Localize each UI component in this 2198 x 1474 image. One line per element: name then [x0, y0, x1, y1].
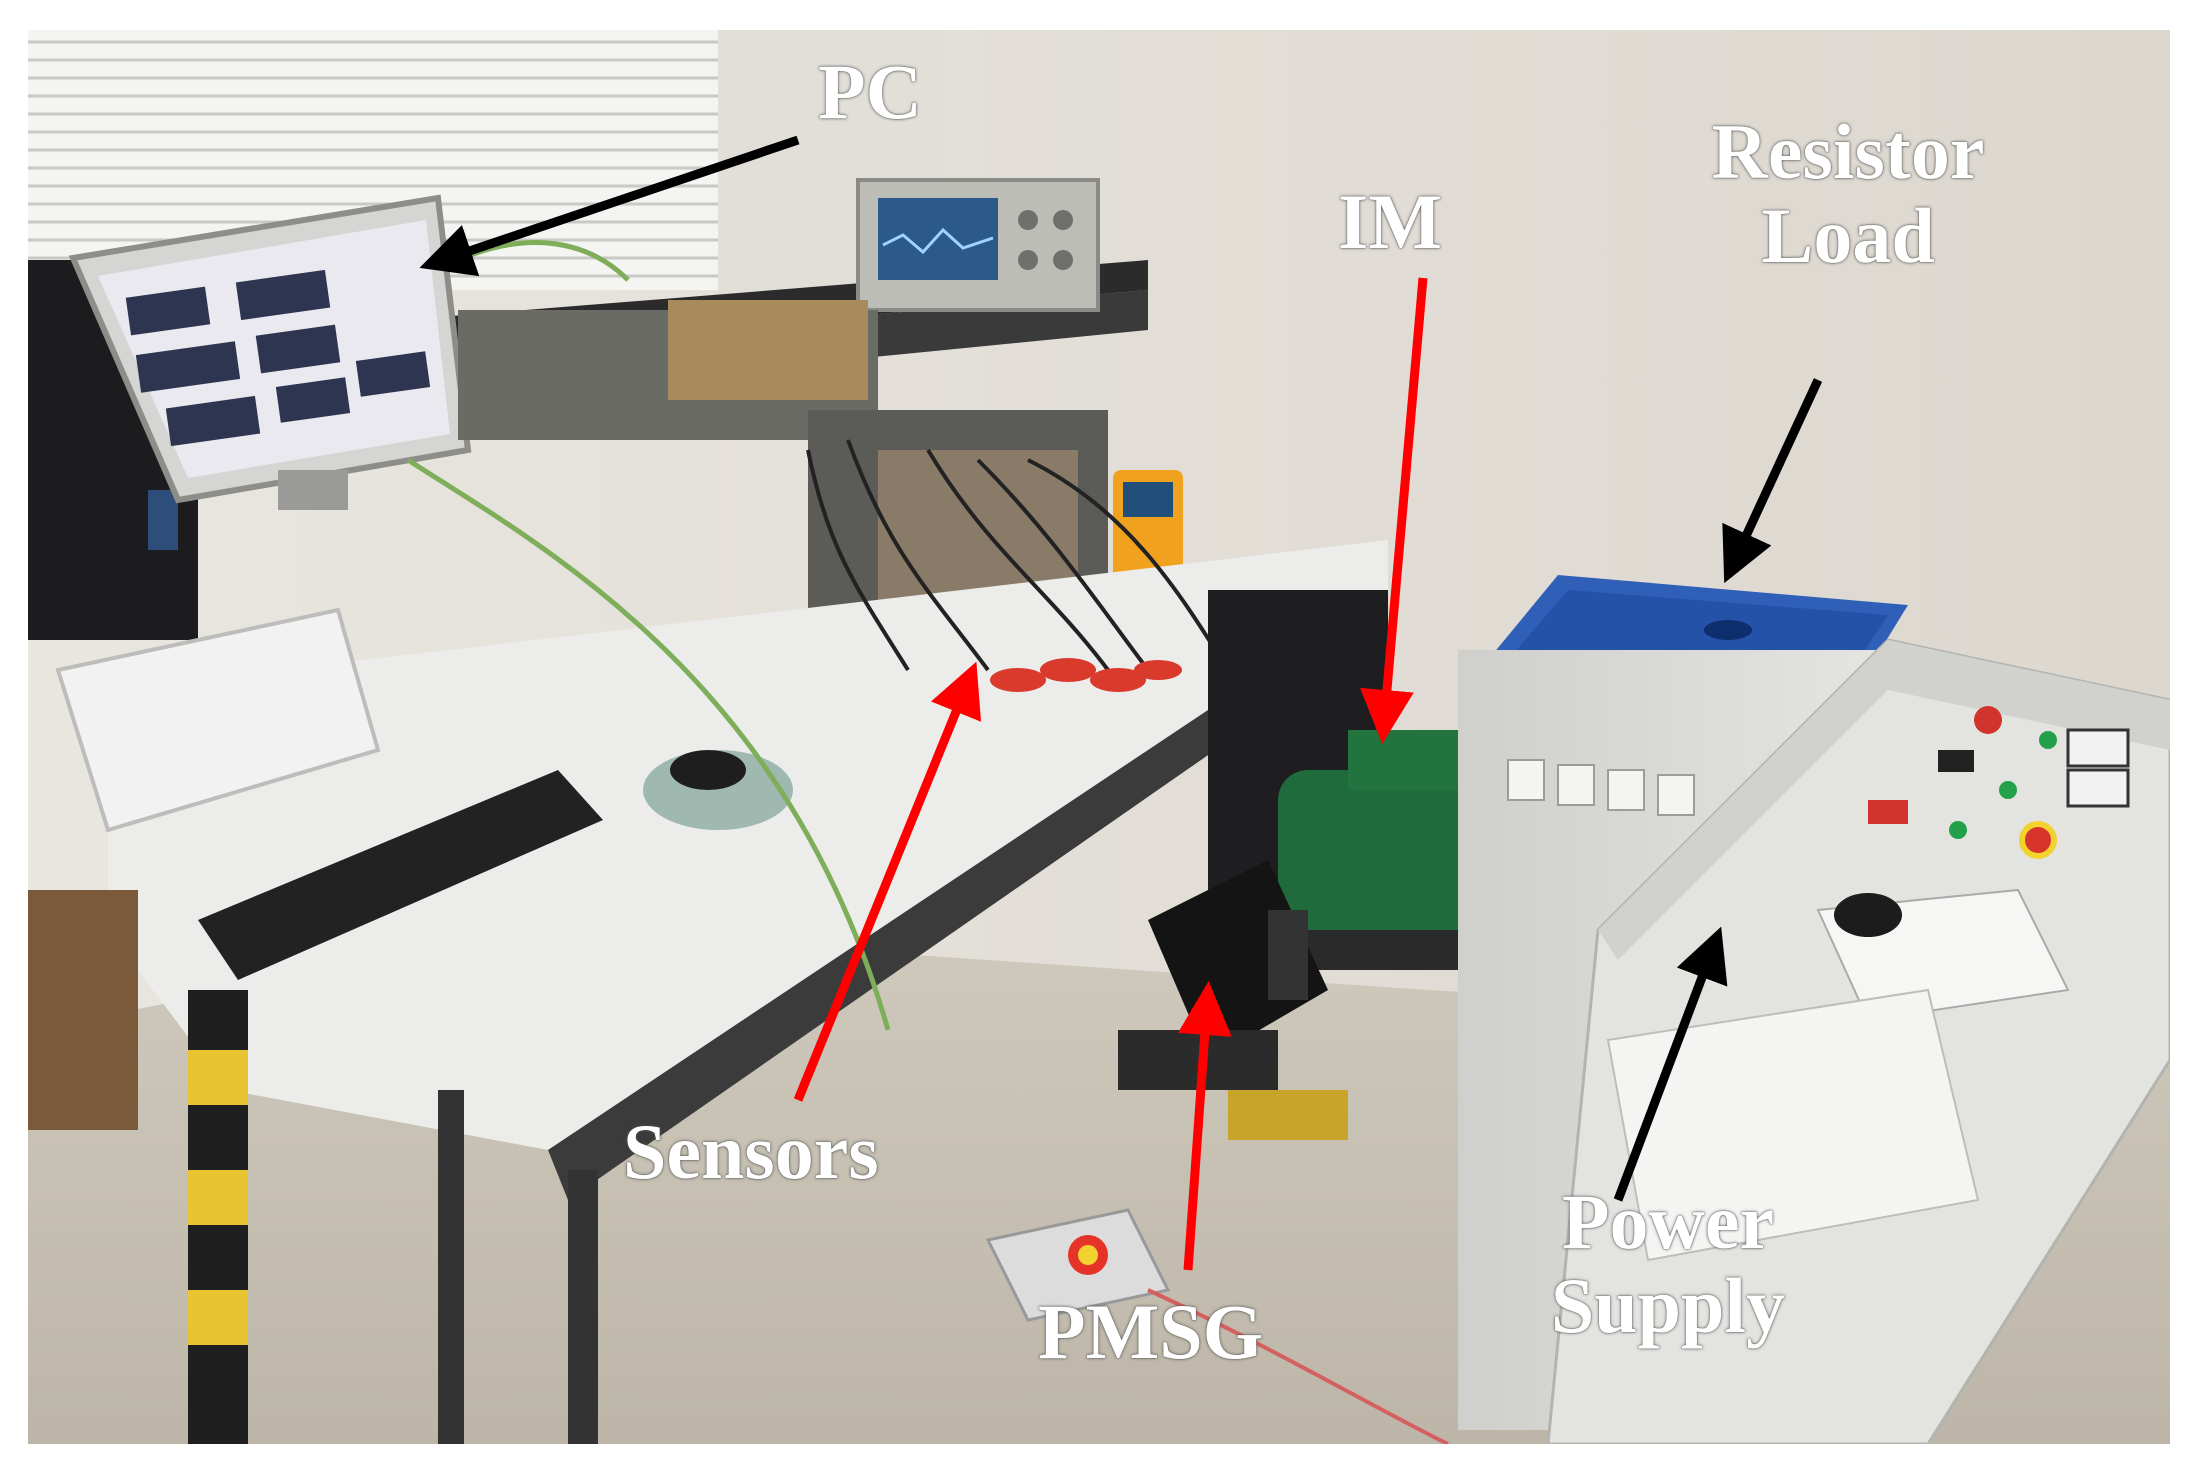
document-stand — [55, 607, 381, 833]
desk-top — [108, 540, 1388, 1150]
pc-monitor — [68, 194, 472, 510]
sensor-clamps — [990, 658, 1182, 692]
label-resistor-load-line2: Load — [1761, 192, 1935, 280]
label-power-supply-line2: Supply — [1550, 1262, 1786, 1350]
arrow-power-supply — [1613, 926, 1728, 1202]
lab-setup-photo: PC Resistor Load IM Sensors PMSG Power S… — [28, 30, 2170, 1444]
label-resistor-load-line1: Resistor — [1711, 108, 1985, 195]
label-pmsg: PMSG — [1038, 1288, 1264, 1375]
power-supply-cabinet — [1546, 638, 2170, 1444]
keyboard — [198, 770, 603, 980]
emergency-stop-box — [985, 1208, 1171, 1322]
stand-pole — [188, 990, 248, 1444]
mouse — [670, 750, 746, 790]
electronics-boards — [458, 300, 1108, 610]
arrow-resistor-load — [1722, 378, 1823, 584]
label-sensors: Sensors — [623, 1108, 879, 1195]
arrow-pc — [419, 135, 800, 277]
multimeter — [1113, 470, 1183, 580]
label-pc: PC — [818, 48, 922, 135]
label-im: IM — [1338, 178, 1442, 265]
arrow-sensors — [793, 661, 982, 1102]
label-power-supply: Power Supply — [1498, 1178, 1838, 1350]
lab-scene-illustration — [28, 30, 2170, 1444]
arrow-pmsg — [1177, 981, 1232, 1271]
label-power-supply-line1: Power — [1561, 1178, 1775, 1265]
label-resistor-load: Resistor Load — [1668, 108, 2028, 280]
oscilloscope — [856, 178, 1100, 312]
arrow-im — [1360, 277, 1428, 744]
